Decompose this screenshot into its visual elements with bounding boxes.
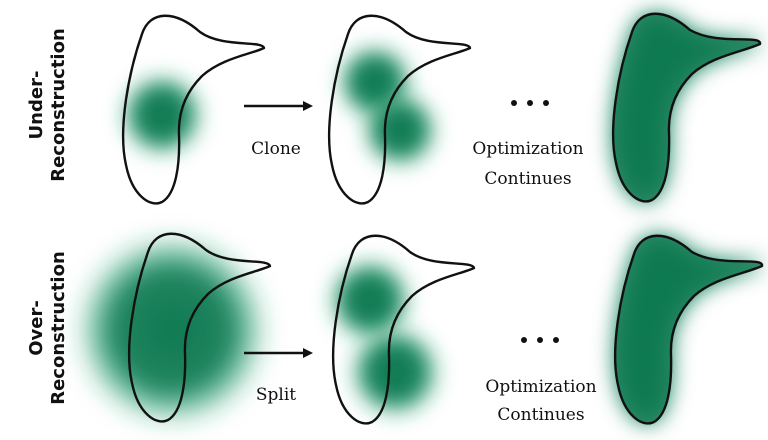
row-label-under-line2: Reconstruction [48, 28, 69, 182]
over-continues: Optimization Continues [485, 337, 597, 425]
under-initial-panel [118, 14, 266, 205]
ellipsis-dot [521, 337, 527, 343]
split-arrow: Split [244, 348, 313, 405]
ellipsis-dot [543, 100, 549, 106]
gaussian-fill [613, 13, 761, 202]
ellipsis-dot [527, 100, 533, 106]
continues-label: Continues [497, 405, 584, 425]
over-split-panel [326, 234, 476, 425]
ellipsis-dot [537, 337, 543, 343]
row-label-over-line1: Over- [26, 300, 47, 356]
optimization-label: Optimization [472, 139, 583, 159]
bean-outline [327, 14, 472, 205]
optimization-label: Optimization [485, 377, 596, 397]
split-label: Split [256, 385, 296, 405]
clone-label: Clone [251, 139, 301, 159]
gaussian-fill [615, 235, 763, 424]
continues-label: Continues [484, 169, 571, 189]
gaussian-blob [347, 324, 443, 420]
bean-outline [613, 234, 764, 425]
bean-outline [121, 14, 266, 205]
bean-outline [611, 12, 762, 203]
ellipsis-dot [553, 337, 559, 343]
gaussian-blob [360, 90, 440, 170]
gaussian-blob [74, 232, 270, 428]
over-final-panel [613, 234, 764, 425]
gaussian-blob [326, 256, 414, 344]
under-continues: Optimization Continues [472, 100, 584, 189]
gaussian-blob [118, 71, 206, 159]
under-final-panel [611, 12, 762, 203]
row-label-over: Over- Reconstruction [26, 251, 69, 405]
over-initial-panel [74, 232, 272, 428]
row-label-under-line1: Under- [26, 71, 47, 140]
bean-outline [331, 234, 476, 425]
clone-arrow: Clone [244, 101, 313, 159]
row-label-over-line2: Reconstruction [48, 251, 69, 405]
bean-outline [127, 232, 272, 423]
ellipsis-dot [511, 100, 517, 106]
under-cloned-panel [327, 14, 472, 205]
row-label-under: Under- Reconstruction [26, 28, 69, 182]
